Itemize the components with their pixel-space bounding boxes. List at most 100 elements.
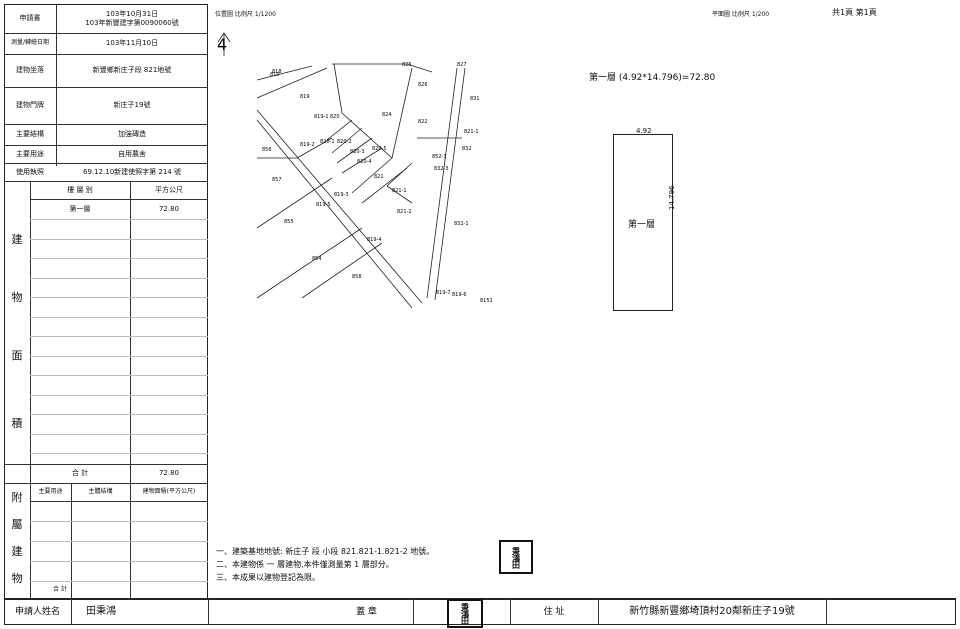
area-empty-row-line	[30, 414, 208, 415]
annex-empty-row-line	[30, 521, 208, 522]
parcel-label: 827	[457, 62, 467, 68]
area-empty-row-line	[30, 258, 208, 259]
label-application: 申請書	[19, 14, 41, 23]
row-divider	[4, 87, 208, 88]
value-main-use: 自用農舍	[118, 149, 146, 158]
area-section-char-1: 建	[11, 232, 23, 246]
value-building-location: 新豐鄉新庄子段 821地號	[92, 66, 172, 75]
note-line-1: 一、建築基地地號: 新庄子 段 小段 821.821-1.821-2 地號。	[216, 547, 435, 556]
row-divider	[4, 181, 208, 182]
parcel-label: 856	[262, 147, 272, 153]
floor-plan-title: 第一層 (4.92*14.796)=72.80	[589, 73, 716, 83]
label-survey-date: 測量/轉繪日期	[10, 39, 50, 47]
area-empty-row-line	[30, 278, 208, 279]
floor-plan-width-label: 4.92	[636, 127, 652, 135]
value-main-structure: 加強磚造	[118, 130, 146, 139]
parcel-label: 821-1	[464, 129, 479, 135]
parcel-label: 821-2	[397, 209, 412, 215]
address-value: 新竹縣新豐鄉埼頂村20鄰新庄子19號	[629, 606, 795, 618]
parcel-label: 819-7	[436, 290, 451, 296]
floor-plan-rectangle	[613, 134, 673, 311]
main-drawing-area	[208, 4, 956, 599]
floor-plan-room-label: 第一層	[628, 220, 656, 230]
area-total-value: 72.80	[158, 469, 180, 478]
parcel-label: 818	[272, 69, 282, 75]
annex-empty-row-line	[30, 561, 208, 562]
row-divider	[30, 199, 208, 200]
seal-label: 蓋 章	[356, 606, 377, 617]
footer-divider	[208, 599, 209, 625]
value-application: 103年10月31日 103年新豐建字第0090060號	[85, 10, 179, 27]
annex-header-use: 主要用途	[38, 487, 63, 495]
north-mark: 4	[217, 35, 227, 54]
area-empty-row-line	[30, 434, 208, 435]
area-total-label: 合 計	[71, 469, 89, 478]
parcel-label: 822	[418, 119, 428, 125]
label-main-use: 主要用途	[16, 149, 44, 158]
parcel-label: 819-5	[316, 202, 331, 208]
footer-divider	[71, 599, 72, 625]
parcel-label: 8151	[480, 298, 493, 304]
row-divider	[30, 501, 208, 502]
label-main-structure: 主要結構	[16, 130, 44, 139]
row-divider	[4, 124, 208, 125]
area-empty-row-line	[30, 317, 208, 318]
area-empty-row-line	[30, 375, 208, 376]
parcel-label: 820-1	[320, 139, 335, 145]
label-use-permit: 使用執照	[16, 167, 44, 176]
area-empty-row-line	[30, 356, 208, 357]
parcel-label: 819-4	[367, 237, 382, 243]
notes-seal-stamp: 秉鴻田	[499, 540, 533, 574]
parcel-label: 832-1	[454, 221, 469, 227]
row-divider	[4, 33, 208, 34]
parcel-label: 826	[418, 82, 428, 88]
parcel-label: 819-2	[300, 142, 315, 148]
left-info-table	[4, 4, 208, 599]
area-row-sqm: 72.80	[158, 204, 180, 213]
floor-plan-height-label: 14.796	[668, 185, 676, 211]
parcel-label: 832	[462, 146, 472, 152]
note-line-3: 三、本成果以建物登記為限。	[216, 573, 320, 582]
location-map-header: 位置圖 比例尺 1/1200	[215, 11, 276, 18]
parcel-label: 819-1	[314, 114, 329, 120]
area-row-floor: 第一層	[69, 204, 91, 213]
annex-header-area: 建物面積(平方公尺)	[142, 487, 196, 495]
area-empty-row-line	[30, 297, 208, 298]
parcel-label: 857	[272, 177, 282, 183]
applicant-name: 田秉鴻	[86, 606, 116, 618]
footer-divider	[826, 599, 827, 625]
parcel-label: 825	[402, 62, 412, 68]
parcel-label: 831	[470, 96, 480, 102]
parcel-label: 810	[270, 72, 280, 78]
parcel-label: 819-6	[452, 292, 467, 298]
footer-divider	[510, 599, 511, 625]
parcel-label: 820-5	[372, 146, 387, 152]
row-divider	[4, 483, 208, 484]
value-use-permit: 69.12.10新建使照字第 214 號	[83, 167, 181, 176]
parcel-label: 852-1	[432, 154, 447, 160]
area-header-sqm: 平方公尺	[155, 185, 183, 194]
area-section-char-2: 物	[11, 290, 23, 304]
label-door-number: 建物門牌	[16, 101, 44, 110]
annex-section-char-1: 附	[11, 490, 23, 504]
area-empty-row-line	[30, 453, 208, 454]
row-divider	[4, 163, 208, 164]
applicant-label: 申請人姓名	[14, 606, 60, 617]
note-line-2: 二、本建物係 一 層建物,本件僅測量第 1 層部分。	[216, 560, 394, 569]
area-section-char-3: 面	[11, 348, 23, 362]
row-divider	[4, 54, 208, 55]
row-divider	[4, 145, 208, 146]
area-empty-row-line	[30, 336, 208, 337]
annex-section-char-3: 建	[11, 544, 23, 558]
parcel-label: 858	[352, 274, 362, 280]
parcel-label: 855	[284, 219, 294, 225]
left-table-label-divider	[56, 4, 57, 166]
value-door-number: 新庄子19號	[113, 101, 151, 110]
parcel-label: 820-3	[350, 149, 365, 155]
annex-total-label: 合 計	[53, 585, 67, 593]
annex-empty-row-line	[30, 581, 208, 582]
area-section-divider	[30, 181, 31, 483]
parcel-label: 820-2	[337, 139, 352, 145]
value-survey-date: 103年11月10日	[105, 39, 159, 48]
